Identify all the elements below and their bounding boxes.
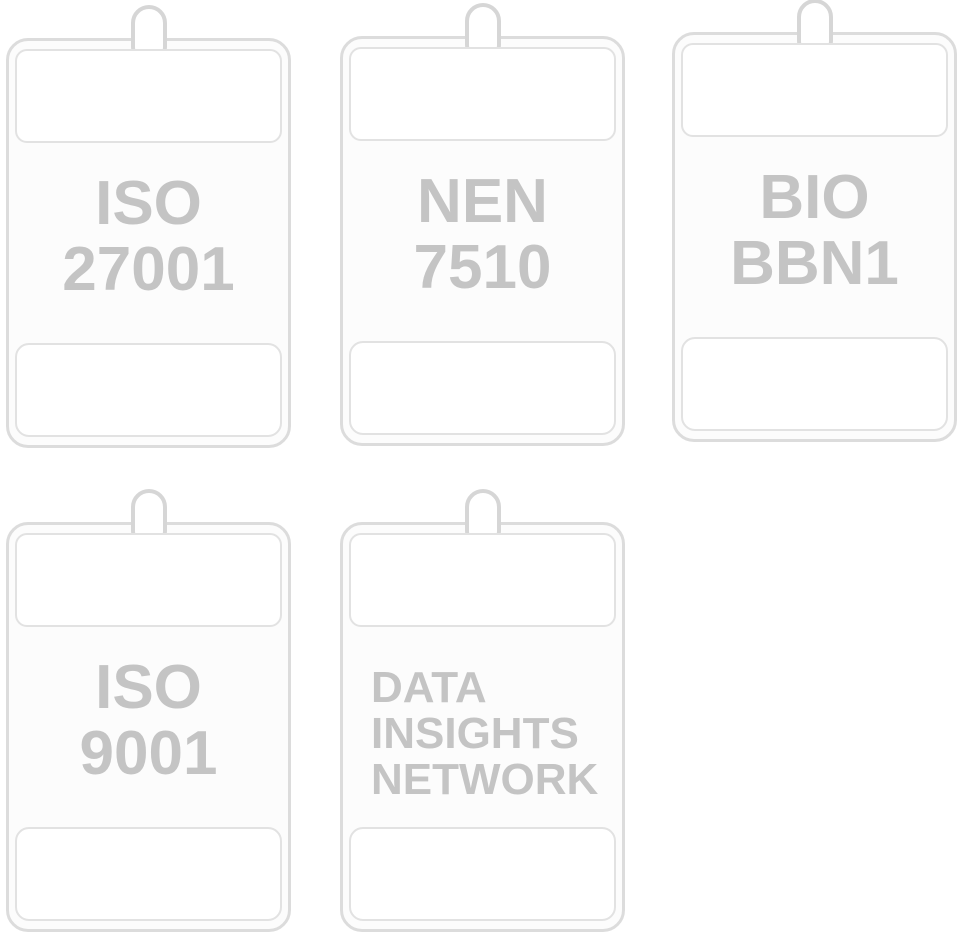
badge-top-panel <box>349 47 616 141</box>
badge-title-line: ISO <box>95 653 202 722</box>
badge-title-line: NETWORK <box>371 755 599 804</box>
badge-bottom-panel <box>15 343 282 437</box>
badge-bottom-panel <box>681 337 948 431</box>
badge-title-line: ISO <box>95 169 202 238</box>
badge-title-line: 27001 <box>62 235 235 304</box>
badge-title-line: INSIGHTS <box>371 709 579 758</box>
badge-title-line: 7510 <box>413 233 552 302</box>
badge-bottom-panel <box>15 827 282 921</box>
badge-top-panel <box>15 533 282 627</box>
badge-bottom-panel <box>349 827 616 921</box>
badge-title-line: 9001 <box>79 719 218 788</box>
badge-title-line: DATA <box>371 663 487 712</box>
badge-title-line: BIO <box>759 163 870 232</box>
badge-top-panel <box>15 49 282 143</box>
badge-title-line: NEN <box>417 167 548 236</box>
badge-title-line: BBN1 <box>730 229 899 298</box>
badge-bottom-panel <box>349 341 616 435</box>
badge-top-panel <box>349 533 616 627</box>
badge-top-panel <box>681 43 948 137</box>
